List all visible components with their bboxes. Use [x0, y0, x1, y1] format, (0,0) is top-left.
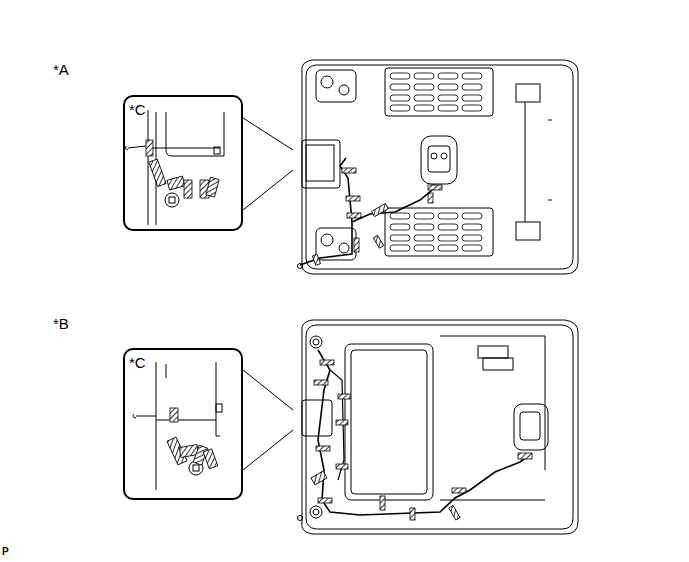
- tape-marks-a: [312, 168, 442, 265]
- headliner-b: [243, 320, 578, 534]
- inset-label: *C: [125, 97, 146, 117]
- inset-drawing-a: [125, 110, 224, 225]
- view-label: *A: [53, 62, 69, 77]
- zoom-inset: *C: [123, 348, 243, 500]
- inset-tape-a: [146, 140, 219, 198]
- tape-marks-b: [311, 360, 532, 520]
- inset-drawing-b: [133, 362, 222, 490]
- page-marker: P: [2, 547, 9, 557]
- headliner-a: [243, 60, 578, 274]
- view-label: *B: [53, 316, 69, 331]
- zoom-inset: *C: [123, 95, 243, 231]
- inset-label: *C: [125, 350, 146, 370]
- inset-tape-b: [167, 408, 218, 469]
